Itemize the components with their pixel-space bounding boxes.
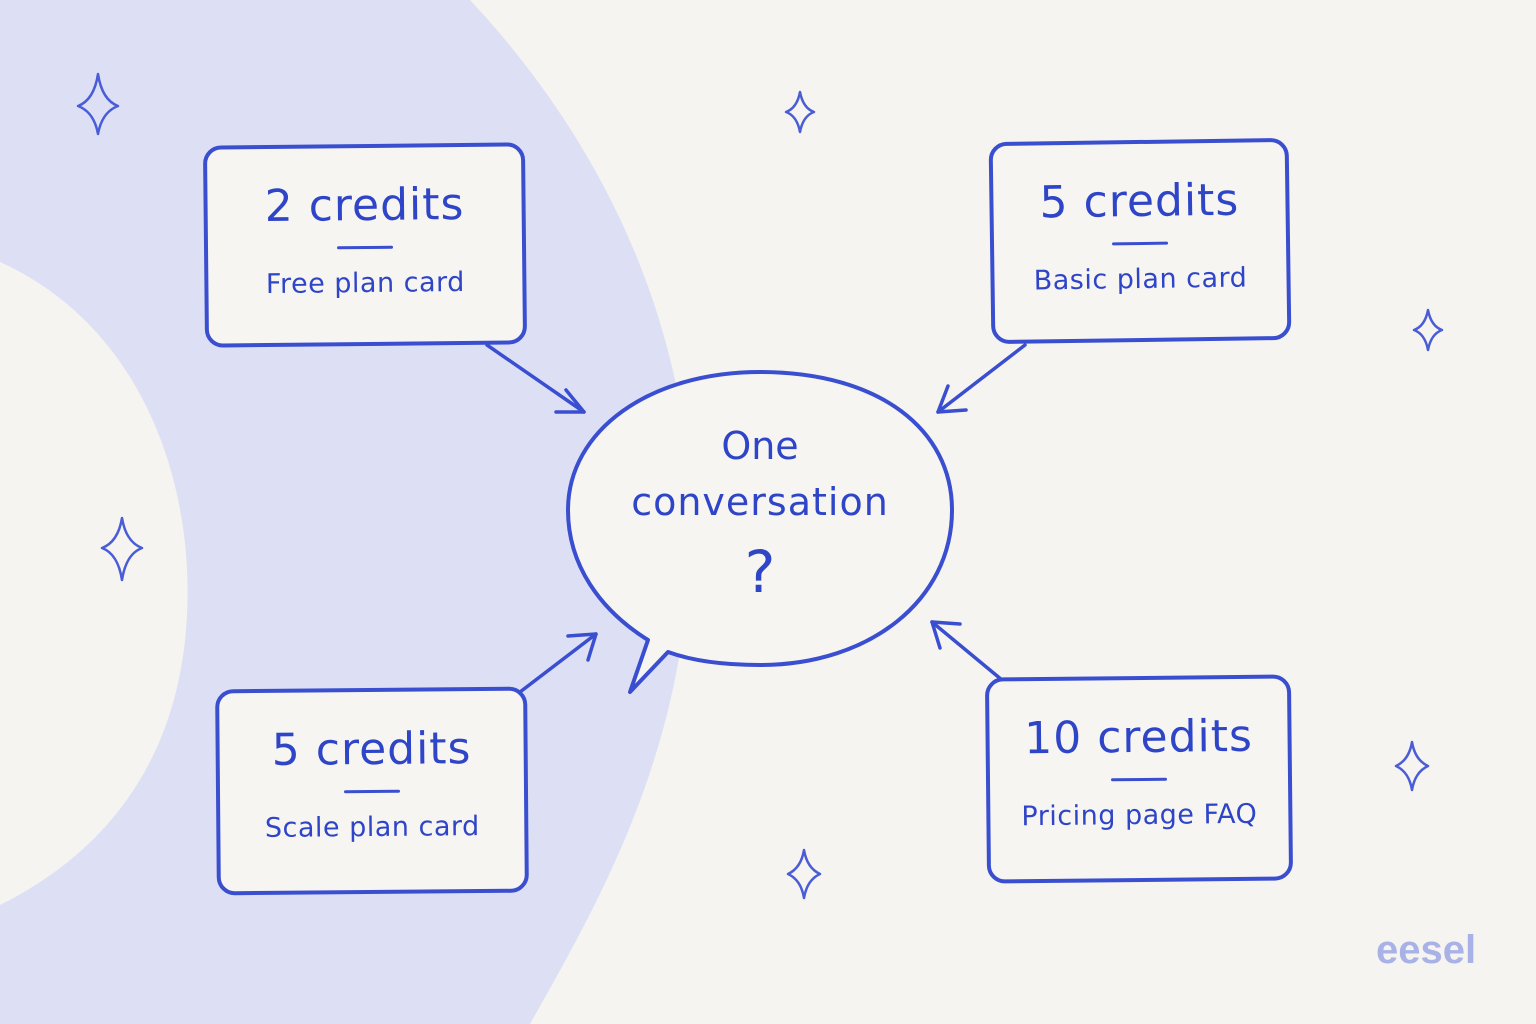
divider — [1112, 241, 1169, 246]
sparkle-icon — [100, 516, 144, 582]
sparkle-icon — [76, 72, 120, 136]
divider — [337, 245, 394, 250]
sparkle-icon — [784, 90, 816, 134]
sparkle-icon — [1412, 308, 1444, 352]
sparkle-icon — [1394, 740, 1430, 792]
speech-bubble — [566, 370, 954, 694]
card-caption: Free plan card — [265, 266, 466, 301]
arrow-basic-to-center — [936, 343, 1027, 414]
card-caption: Pricing page FAQ — [1021, 798, 1258, 833]
card-caption: Scale plan card — [264, 811, 480, 844]
card-pricing-faq: 10 credits Pricing page FAQ — [984, 674, 1294, 884]
divider — [343, 789, 401, 794]
question-mark: ? — [744, 538, 776, 606]
arrow-free-to-center — [485, 343, 586, 414]
center-line-two: conversation — [631, 480, 889, 524]
eesel-logo: eesel — [1376, 928, 1477, 972]
credit-amount: 5 credits — [1039, 174, 1240, 229]
credit-amount: 10 credits — [1023, 710, 1254, 765]
card-scale-plan: 5 credits Scale plan card — [215, 686, 529, 896]
credit-amount: 5 credits — [271, 723, 472, 776]
credit-amount: 2 credits — [264, 178, 465, 233]
arrow-scale-to-center — [518, 632, 598, 694]
card-caption: Basic plan card — [1033, 262, 1248, 297]
center-bubble-text: One conversation ? — [600, 418, 920, 612]
card-free-plan: 2 credits Free plan card — [202, 142, 528, 348]
sparkle-icon — [786, 848, 822, 900]
center-line-one: One — [721, 424, 799, 468]
divider — [1110, 777, 1168, 782]
arrow-faq-to-center — [930, 620, 1004, 682]
card-basic-plan: 5 credits Basic plan card — [988, 137, 1292, 345]
